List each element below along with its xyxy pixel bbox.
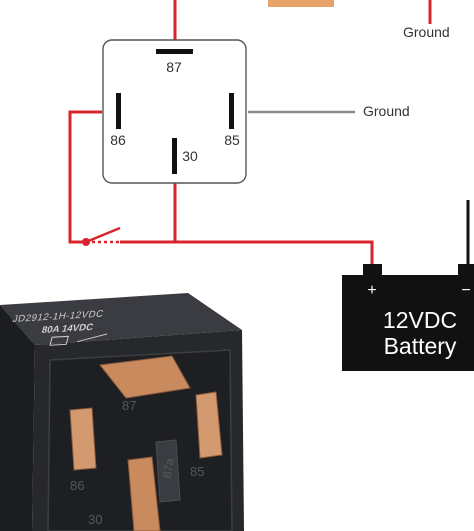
pin-30-label: 30 [182,148,198,164]
wire-battery-positive [120,240,374,266]
relay-top-face [0,293,242,345]
relay-box [102,39,247,184]
relay-recess [47,349,233,531]
terminal-30 [127,456,161,531]
battery-positive-sign: + [367,282,376,299]
battery-voltage: 12VDC [383,307,457,333]
photo-pin-30: 30 [88,512,102,527]
battery: + − 12VDC Battery [342,264,474,371]
terminal-87a [155,439,181,503]
wires [68,0,470,266]
pin-30-bar [172,138,177,174]
ground-label-pin85: Ground [363,103,410,119]
pin-85-bar [229,93,234,129]
photo-pin-86: 86 [70,478,84,493]
relay-switch-symbol [76,333,108,343]
relay-coil-symbol [49,335,69,346]
pin-87-bar [156,49,193,54]
relay-photo: JD2912-1H-12VDC 80A 14VDC 86 30 87a 85 8… [0,293,244,531]
terminal-85 [195,391,223,459]
switch [82,226,121,246]
battery-negative-sign: − [461,282,470,299]
switch-lever [85,226,121,244]
photo-pin-85: 85 [190,464,204,479]
pin-87-label: 87 [166,59,182,75]
photo-pin-87a: 87a [160,457,177,479]
battery-positive-terminal [363,264,382,278]
ground-label-top: Ground [403,24,450,40]
battery-body [342,275,474,371]
relay-rating-text: 80A 14VDC [40,322,94,336]
wire-pin86-switch [68,110,102,244]
fuse [268,0,334,7]
photo-pin-87: 87 [122,398,136,413]
relay-schematic: 87 86 85 30 [102,39,247,184]
pin-86-label: 86 [110,132,126,148]
battery-label: Battery [384,333,457,359]
battery-negative-terminal [458,264,474,278]
pin-86-bar [116,93,121,129]
relay-side-face [0,305,35,531]
terminal-86 [69,407,97,471]
terminal-87 [99,355,191,399]
pin-85-label: 85 [224,132,240,148]
